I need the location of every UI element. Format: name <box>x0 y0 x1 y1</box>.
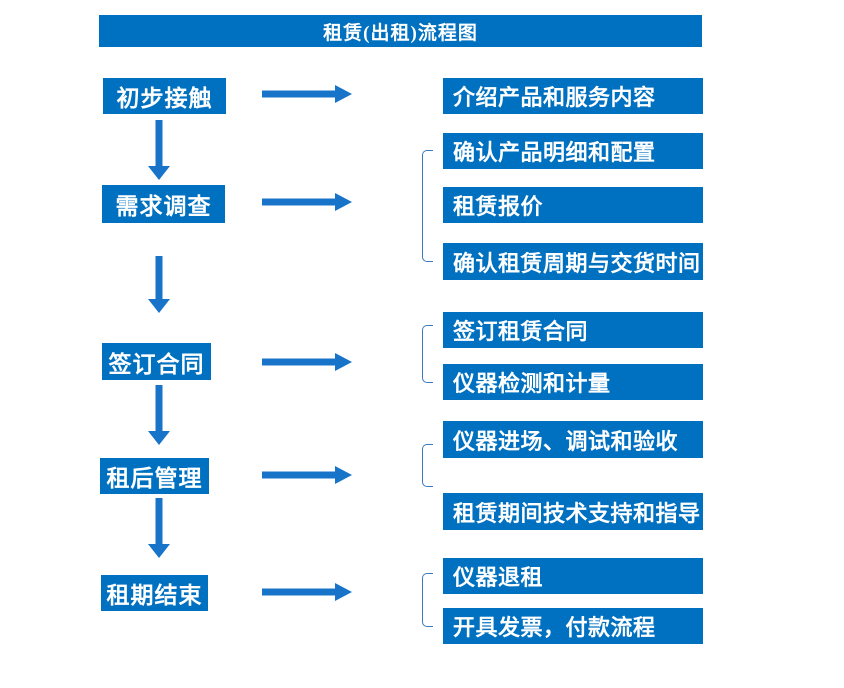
detail-box-confirm-period-delivery: 确认租赁周期与交货时间 <box>443 243 703 280</box>
down-arrow-4 <box>148 498 170 558</box>
detail-box-rental-quotation: 租赁报价 <box>443 187 703 223</box>
arrow-head-icon <box>148 166 170 180</box>
detail-box-instrument-testing: 仪器检测和计量 <box>443 364 703 400</box>
detail-box-instrument-setup-acceptance: 仪器进场、调试和验收 <box>443 421 703 458</box>
detail-box-technical-support: 租赁期间技术支持和指导 <box>443 493 703 530</box>
arrow-shaft <box>262 198 336 206</box>
arrow-shaft <box>155 256 163 299</box>
arrow-head-icon <box>335 193 352 211</box>
right-arrow-5 <box>262 583 352 601</box>
detail-box-confirm-product-config: 确认产品明细和配置 <box>443 133 703 169</box>
arrow-shaft <box>262 471 336 479</box>
right-arrow-2 <box>262 193 352 211</box>
group-bracket-sign-contract <box>422 325 433 383</box>
right-arrow-1 <box>262 85 352 103</box>
arrow-head-icon <box>335 85 352 103</box>
step-box-sign-contract: 签订合同 <box>102 343 211 380</box>
group-bracket-post-rental <box>422 444 433 487</box>
detail-box-instrument-return: 仪器退租 <box>443 558 703 594</box>
flowchart-title: 租赁(出租)流程图 <box>99 15 702 47</box>
detail-box-invoice-payment: 开具发票，付款流程 <box>443 608 703 644</box>
group-bracket-demand-survey <box>422 150 433 262</box>
arrow-head-icon <box>335 353 352 371</box>
arrow-head-icon <box>335 583 352 601</box>
arrow-head-icon <box>335 466 352 484</box>
down-arrow-1 <box>148 120 170 180</box>
down-arrow-3 <box>148 385 170 445</box>
detail-box-introduce-products: 介绍产品和服务内容 <box>443 78 703 114</box>
arrow-shaft <box>262 358 336 366</box>
arrow-shaft <box>155 385 163 431</box>
arrow-shaft <box>155 498 163 544</box>
right-arrow-3 <box>262 353 352 371</box>
step-box-demand-survey: 需求调查 <box>102 185 225 223</box>
down-arrow-2 <box>148 256 170 313</box>
arrow-head-icon <box>148 544 170 558</box>
step-box-rental-end: 租期结束 <box>101 575 208 611</box>
right-arrow-4 <box>262 466 352 484</box>
step-box-post-rental-management: 租后管理 <box>100 458 209 494</box>
arrow-head-icon <box>148 299 170 313</box>
arrow-shaft <box>262 90 336 98</box>
detail-box-sign-rental-contract: 签订租赁合同 <box>443 312 703 348</box>
arrow-shaft <box>262 588 336 596</box>
group-bracket-rental-end <box>422 573 433 627</box>
arrow-shaft <box>155 120 163 166</box>
arrow-head-icon <box>148 431 170 445</box>
step-box-initial-contact: 初步接触 <box>103 78 226 114</box>
